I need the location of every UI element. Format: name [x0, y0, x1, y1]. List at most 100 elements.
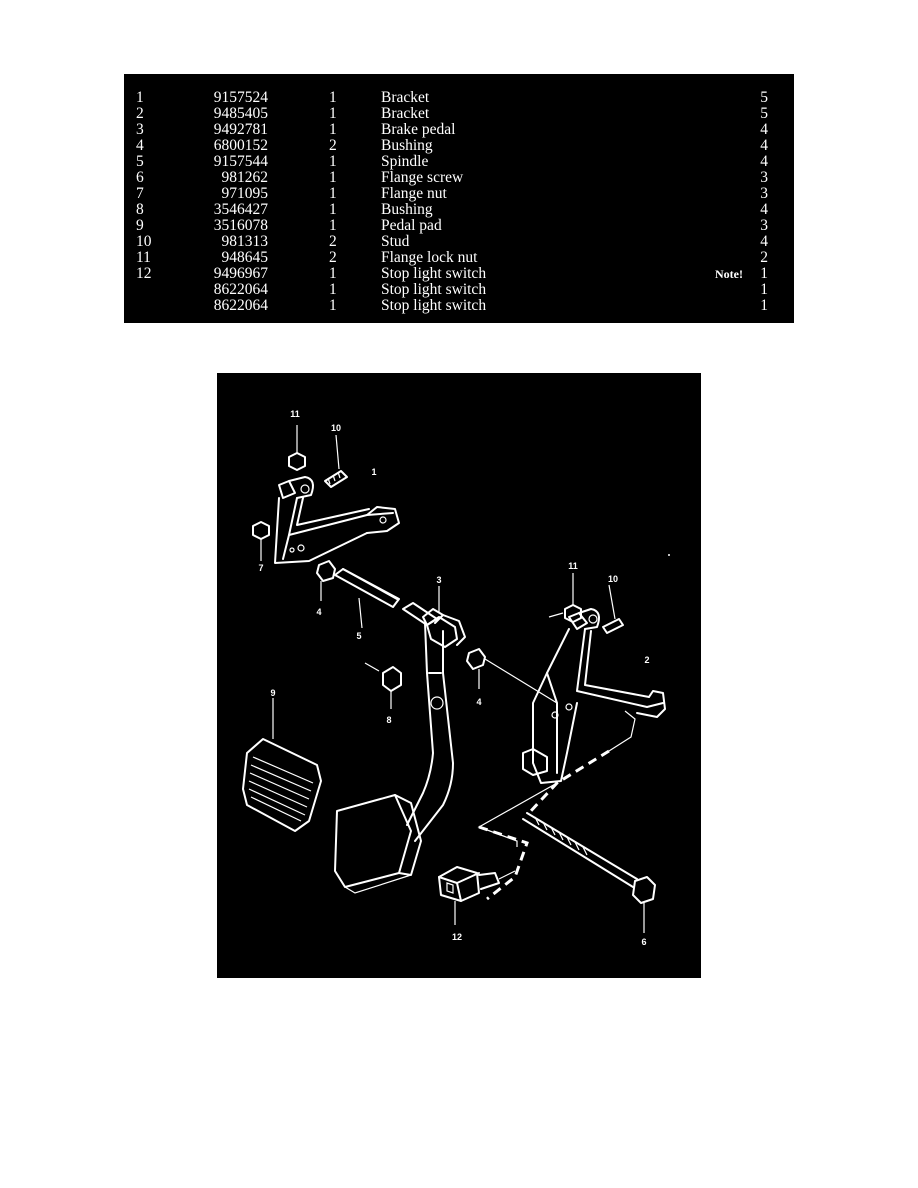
connector-line: [477, 710, 636, 901]
item-number: 10: [136, 233, 152, 250]
flange-nut-7-drawing: [252, 521, 270, 561]
part-description: Spindle: [381, 153, 429, 170]
callout-1: 1: [371, 467, 376, 477]
quantity: 1: [329, 169, 337, 186]
bushing-4-left-drawing: [316, 560, 336, 601]
callout-12: 12: [452, 932, 462, 942]
page-reference: 1: [760, 265, 768, 282]
exploded-view-diagram: 11 10 1 7 4 5 3 11 10 2 8 4 9 12 6: [217, 373, 701, 978]
page-reference: 2: [760, 249, 768, 266]
bushing-8-drawing: [364, 662, 402, 709]
part-number: 8622064: [213, 281, 268, 298]
part-description: Bracket: [381, 105, 430, 122]
bracket-1-drawing: [274, 476, 400, 564]
callout-10-right: 10: [608, 574, 618, 584]
item-number: 3: [136, 121, 144, 138]
page-reference: 1: [760, 297, 768, 314]
parts-row: 8622064 1 Stop light switch 1: [124, 282, 794, 298]
page-reference: 3: [760, 185, 768, 202]
item-number: 9: [136, 217, 144, 234]
page-reference: 5: [760, 89, 768, 106]
callout-9: 9: [270, 688, 275, 698]
pedal-foot-drawing: [334, 794, 422, 894]
parts-row: 11 948645 2 Flange lock nut 2: [124, 250, 794, 266]
bushing-4-right-drawing: [466, 648, 558, 704]
callout-11-right: 11: [568, 561, 578, 571]
quantity: 1: [329, 121, 337, 138]
part-description: Stop light switch: [381, 265, 487, 282]
part-number: 6800152: [213, 137, 268, 154]
page-reference: 4: [760, 201, 768, 218]
callout-10: 10: [331, 423, 341, 433]
quantity: 2: [329, 233, 337, 250]
quantity: 1: [329, 153, 337, 170]
parts-row: 12 9496967 1 Stop light switch Note! 1: [124, 266, 794, 282]
lock-nut-11-right-drawing: [548, 573, 582, 623]
page-reference: 1: [760, 281, 768, 298]
parts-row: 5 9157544 1 Spindle 4: [124, 154, 794, 170]
item-number: 4: [136, 137, 144, 154]
part-description: Flange nut: [381, 185, 447, 202]
item-number: 7: [136, 185, 144, 202]
item-number: 6: [136, 169, 144, 186]
callout-7: 7: [258, 563, 263, 573]
parts-row: 1 9157524 1 Bracket 5: [124, 90, 794, 106]
quantity: 1: [329, 105, 337, 122]
part-number: 9485405: [213, 105, 268, 122]
item-number: 1: [136, 89, 144, 106]
part-description: Bushing: [381, 137, 433, 154]
part-description: Flange screw: [381, 169, 464, 186]
part-number: 981262: [221, 169, 269, 186]
parts-row: 7 971095 1 Flange nut 3: [124, 186, 794, 202]
parts-list-table: 1 9157524 1 Bracket 5 2 9485405 1 Bracke…: [124, 74, 794, 323]
part-number: 3516078: [213, 217, 268, 234]
callout-5: 5: [356, 631, 361, 641]
item-number: 5: [136, 153, 144, 170]
part-description: Bushing: [381, 201, 433, 218]
quantity: 2: [329, 137, 337, 154]
part-number: 3546427: [213, 201, 268, 218]
callout-11: 11: [290, 409, 300, 419]
parts-row: 10 981313 2 Stud 4: [124, 234, 794, 250]
parts-row: 8 3546427 1 Bushing 4: [124, 202, 794, 218]
callout-6: 6: [641, 937, 646, 947]
stop-light-switch-12-drawing: [438, 866, 516, 925]
quantity: 2: [329, 249, 337, 266]
parts-row: 4 6800152 2 Bushing 4: [124, 138, 794, 154]
callout-8: 8: [386, 715, 391, 725]
part-number: 981313: [221, 233, 269, 250]
item-number: 11: [136, 249, 151, 266]
page-reference: 3: [760, 169, 768, 186]
callout-4-right: 4: [476, 697, 481, 707]
brake-pedal-3-drawing: [402, 586, 466, 842]
part-description: Brake pedal: [381, 121, 456, 138]
quantity: 1: [329, 89, 337, 106]
part-number: 8622064: [213, 297, 268, 314]
quantity: 1: [329, 281, 337, 298]
stud-10-drawing: [324, 434, 348, 488]
page-reference: 4: [760, 137, 768, 154]
part-description: Stud: [381, 233, 410, 250]
part-number: 948645: [221, 249, 269, 266]
item-number: 8: [136, 201, 144, 218]
page-reference: 4: [760, 233, 768, 250]
part-number: 9157544: [213, 153, 268, 170]
part-description: Bracket: [381, 89, 430, 106]
page-reference: 3: [760, 217, 768, 234]
spindle-5-drawing: [334, 568, 400, 629]
callout-3: 3: [436, 575, 441, 585]
lock-nut-11-drawing: [288, 425, 306, 471]
parts-row: 6 981262 1 Flange screw 3: [124, 170, 794, 186]
item-number: 12: [136, 265, 152, 282]
pedal-pad-9-drawing: [242, 698, 322, 832]
page-reference: 4: [760, 153, 768, 170]
part-number: 9492781: [213, 121, 268, 138]
parts-row: 2 9485405 1 Bracket 5: [124, 106, 794, 122]
part-number: 9157524: [213, 89, 268, 106]
part-number: 971095: [221, 185, 269, 202]
callout-4: 4: [316, 607, 321, 617]
parts-row: 3 9492781 1 Brake pedal 4: [124, 122, 794, 138]
page-reference: 5: [760, 105, 768, 122]
quantity: 1: [329, 297, 337, 314]
part-description: Flange lock nut: [381, 249, 478, 266]
